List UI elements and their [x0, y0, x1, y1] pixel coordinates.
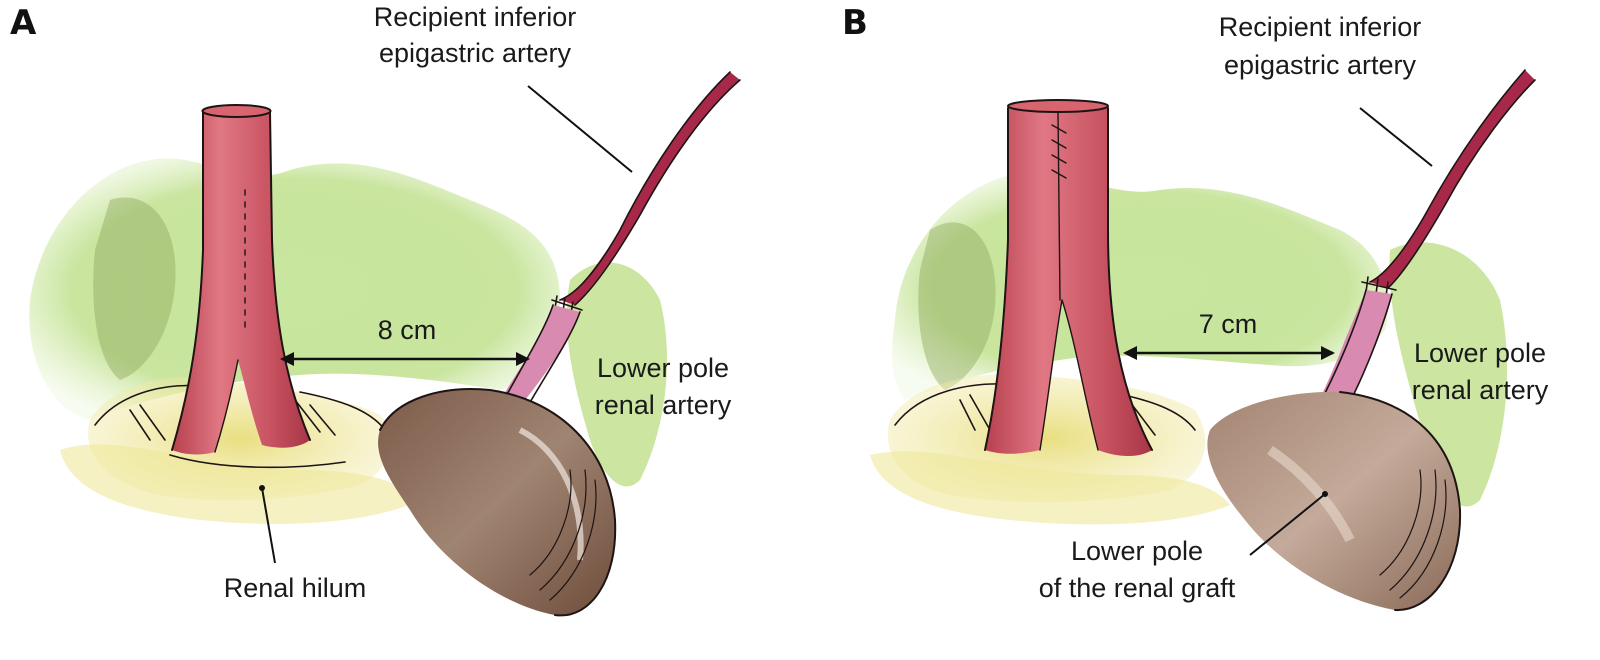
panel-a: A Recipient inferior epigastric artery 8…: [10, 2, 741, 617]
label-hilum-a: Renal hilum: [224, 573, 367, 603]
tissue-shadow-b: [918, 222, 996, 390]
vessel-trunk-a-outline: [171, 111, 311, 453]
vessel-trunk-b-outline: [984, 107, 1153, 451]
label-lower-pole-a-line1: Lower pole: [597, 353, 729, 383]
label-distance-b: 7 cm: [1199, 309, 1258, 339]
panel-letter-b: B: [842, 3, 868, 43]
kidney-b: [1207, 391, 1461, 611]
label-lower-pole-a-line2: renal artery: [595, 390, 732, 420]
panel-b: B Recipient inferior epigastric artery 7…: [842, 3, 1549, 612]
distance-arrow-b: [1123, 346, 1335, 360]
panel-letter-a: A: [10, 3, 37, 43]
vessel-trunk-a-top: [201, 104, 272, 118]
kidney-b-outline: [1339, 391, 1462, 612]
kidney-a-outline: [379, 388, 617, 617]
vessel-trunk-b-top: [1007, 99, 1109, 113]
distance-arrow-a: [280, 352, 530, 366]
tissue-background-b-right: [1389, 242, 1508, 507]
kidney-a: [378, 389, 616, 616]
leader-recipient-b: [1359, 107, 1433, 167]
label-lower-pole-b-line2: renal artery: [1412, 375, 1549, 405]
label-recipient-a-line1: Recipient inferior: [374, 2, 577, 32]
leader-graft-b: [1249, 493, 1326, 556]
recipient-artery-b-outline: [1369, 69, 1536, 289]
label-recipient-b-line1: Recipient inferior: [1219, 12, 1422, 42]
tissue-background-a-right: [566, 262, 668, 487]
label-recipient-a-line2: epigastric artery: [379, 38, 572, 68]
recipient-artery-b: [1370, 70, 1535, 288]
recipient-artery-a-outline: [559, 71, 741, 306]
label-lower-pole-b-line1: Lower pole: [1414, 338, 1546, 368]
label-distance-a: 8 cm: [378, 315, 437, 345]
tissue-background-a: [29, 158, 561, 421]
label-graft-b-line1: Lower pole: [1071, 536, 1203, 566]
recipient-artery-a: [560, 72, 740, 305]
label-recipient-b-line2: epigastric artery: [1224, 50, 1417, 80]
tissue-shadow-a: [93, 197, 176, 380]
leader-recipient-a: [527, 85, 633, 173]
leader-hilum-a: [261, 487, 276, 564]
vessel-trunk-b: [985, 105, 1152, 456]
label-graft-b-line2: of the renal graft: [1039, 573, 1236, 603]
vessel-trunk-a: [172, 110, 310, 455]
